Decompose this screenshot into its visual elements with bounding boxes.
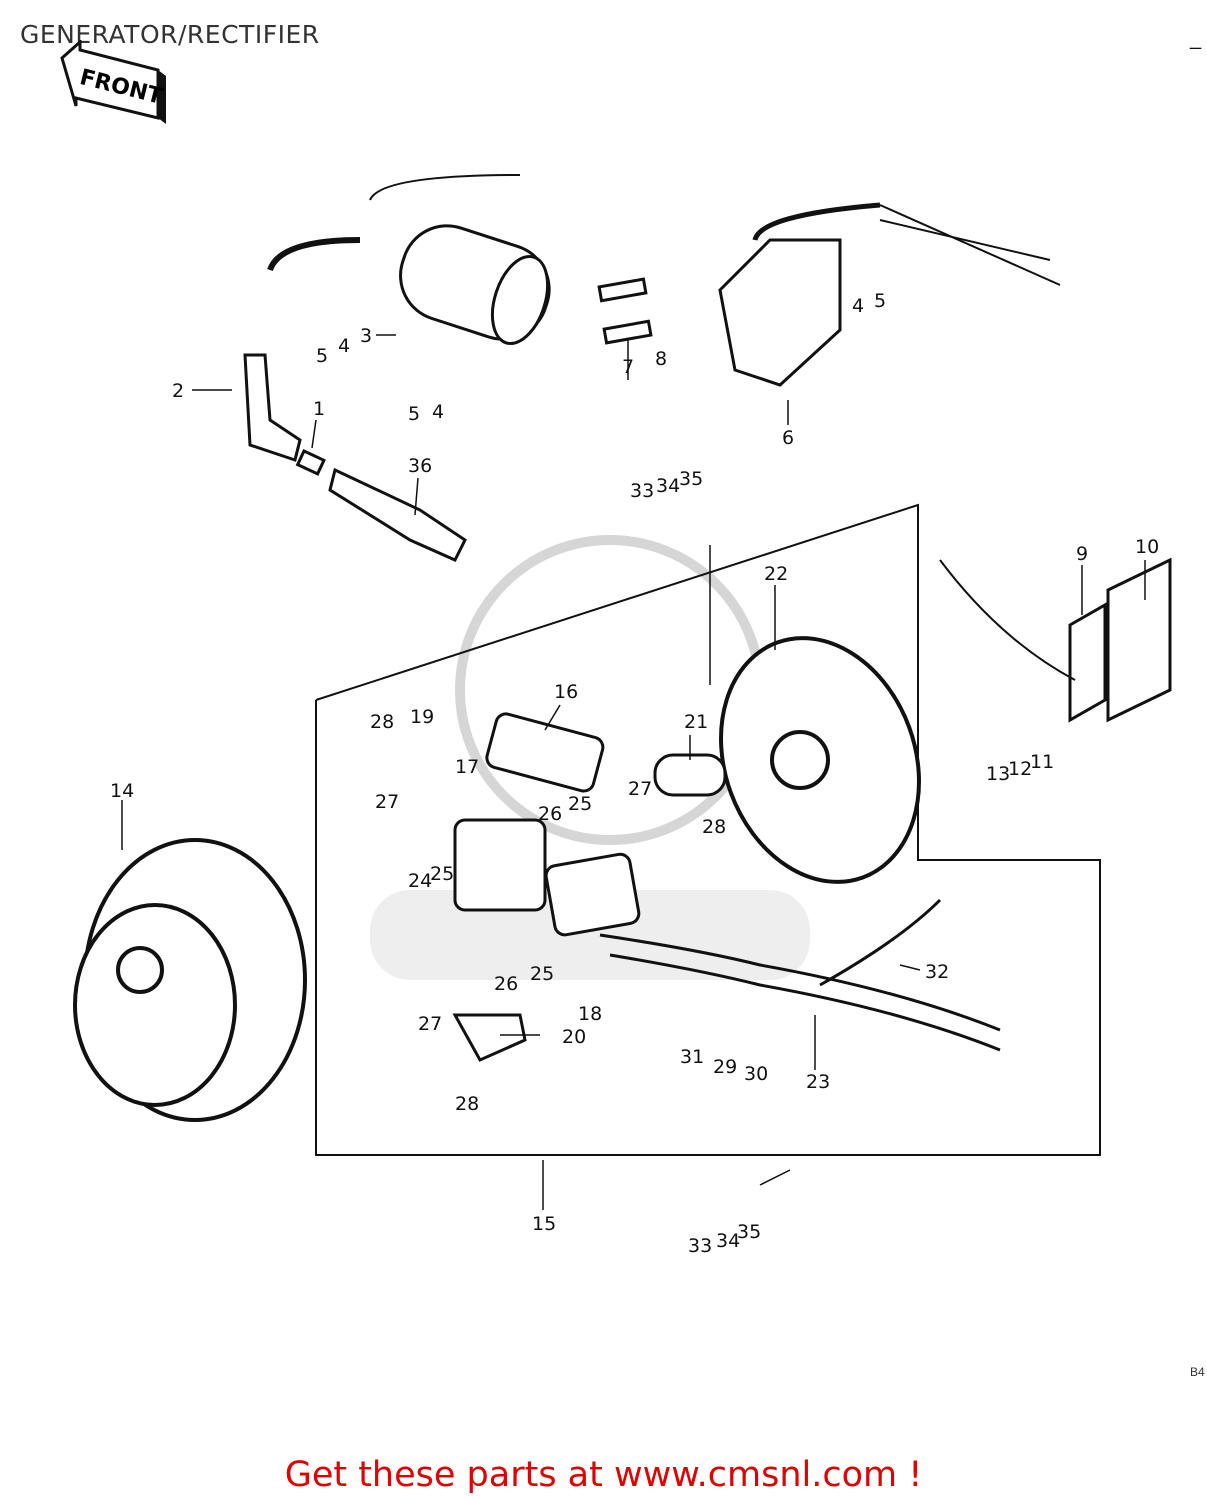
callout-4c: 4 xyxy=(852,295,864,317)
callout-5b: 5 xyxy=(408,403,420,425)
callout-13: 13 xyxy=(986,763,1010,785)
callout-28b: 28 xyxy=(702,816,726,838)
callout-26a: 26 xyxy=(538,803,562,825)
leader-lines xyxy=(121,334,1146,1210)
callout-23: 23 xyxy=(806,1071,830,1093)
callout-30: 30 xyxy=(744,1063,768,1085)
callout-4b: 4 xyxy=(432,401,444,423)
callout-22: 22 xyxy=(764,563,788,585)
callout-35b: 35 xyxy=(737,1221,761,1243)
callout-16: 16 xyxy=(554,681,578,703)
ignition-coil-part xyxy=(267,174,551,345)
callout-27b: 27 xyxy=(628,778,652,800)
callout-2: 2 xyxy=(172,380,184,402)
condenser-part xyxy=(653,753,727,797)
callout-4a: 4 xyxy=(338,335,350,357)
callout-26b: 26 xyxy=(494,973,518,995)
callout-18: 18 xyxy=(578,1003,602,1025)
flywheel-rotor-part xyxy=(73,838,307,1122)
callout-17: 17 xyxy=(455,756,479,778)
callout-34b: 34 xyxy=(716,1230,740,1252)
diagram-title: GENERATOR/RECTIFIER xyxy=(20,20,320,49)
callout-27c: 27 xyxy=(418,1013,442,1035)
regulator-part xyxy=(939,557,1172,723)
callout-5c: 5 xyxy=(874,290,886,312)
callout-32: 32 xyxy=(925,961,949,983)
assembly-outline-15 xyxy=(315,503,1101,1156)
callout-25a: 25 xyxy=(568,793,592,815)
callout-20: 20 xyxy=(562,1026,586,1048)
spark-plug-part xyxy=(295,449,467,562)
reference-code: B4 xyxy=(1190,1365,1205,1379)
footer-link[interactable]: Get these parts at www.cmsnl.com ! xyxy=(284,1455,923,1495)
callout-11: 11 xyxy=(1030,751,1054,773)
callout-28c: 28 xyxy=(455,1093,479,1115)
callout-31: 31 xyxy=(680,1046,704,1068)
callout-8: 8 xyxy=(655,348,667,370)
stator-plate-part xyxy=(719,636,921,884)
callout-36: 36 xyxy=(408,455,432,477)
bolt-7-parts xyxy=(597,277,653,345)
callout-14: 14 xyxy=(110,780,134,802)
callout-35a: 35 xyxy=(679,468,703,490)
callout-28a: 28 xyxy=(370,711,394,733)
callout-9: 9 xyxy=(1076,543,1088,565)
callout-21: 21 xyxy=(684,711,708,733)
corner-mark: _ xyxy=(1190,28,1202,50)
callout-25b: 25 xyxy=(430,863,454,885)
callout-24: 24 xyxy=(408,870,432,892)
front-direction-arrow: FRONT xyxy=(60,40,166,124)
rectifier-bracket-part xyxy=(718,202,1061,387)
callout-5a: 5 xyxy=(316,345,328,367)
callout-25c: 25 xyxy=(530,963,554,985)
callout-3: 3 xyxy=(360,325,372,347)
callout-34a: 34 xyxy=(656,475,680,497)
callout-10: 10 xyxy=(1135,536,1159,558)
callout-numbers: 1 2 3 4 4 4 5 5 5 6 7 8 9 10 11 12 13 14… xyxy=(110,290,1159,1257)
callout-33a: 33 xyxy=(630,480,654,502)
callout-29: 29 xyxy=(713,1056,737,1078)
callout-19: 19 xyxy=(410,706,434,728)
contact-breaker-part xyxy=(452,1013,527,1062)
charging-coil-parts xyxy=(453,712,641,937)
callout-1: 1 xyxy=(313,398,325,420)
plug-cap-part xyxy=(243,353,302,462)
wire-harness-part xyxy=(599,898,1001,1052)
callout-15: 15 xyxy=(532,1213,556,1235)
callout-6: 6 xyxy=(782,427,794,449)
callout-12: 12 xyxy=(1008,758,1032,780)
callout-7: 7 xyxy=(622,356,634,378)
callout-27a: 27 xyxy=(375,791,399,813)
callout-33b: 33 xyxy=(688,1235,712,1257)
